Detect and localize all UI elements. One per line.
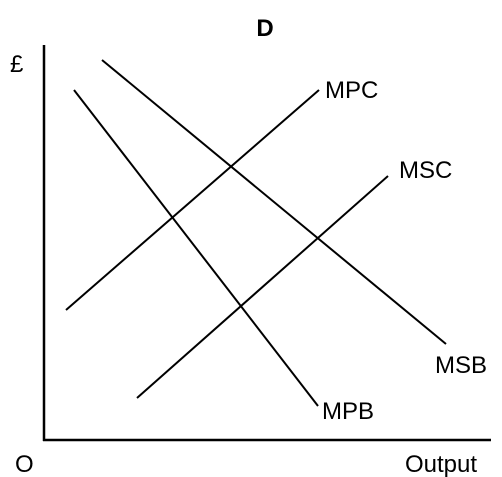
msc-label: MSC: [399, 157, 452, 184]
mpb-label: MPB: [322, 398, 374, 425]
diagram-title: D: [256, 15, 273, 42]
mpc-label: MPC: [325, 77, 378, 104]
origin-label: O: [15, 451, 34, 477]
x-axis-label: Output: [405, 451, 477, 477]
mpc-curve: [65, 89, 320, 311]
msb-label: MSB: [435, 352, 487, 379]
mpb-curve: [73, 89, 319, 407]
y-axis-label: £: [10, 51, 23, 78]
msb-curve: [101, 59, 447, 345]
msc-curve: [136, 175, 389, 399]
